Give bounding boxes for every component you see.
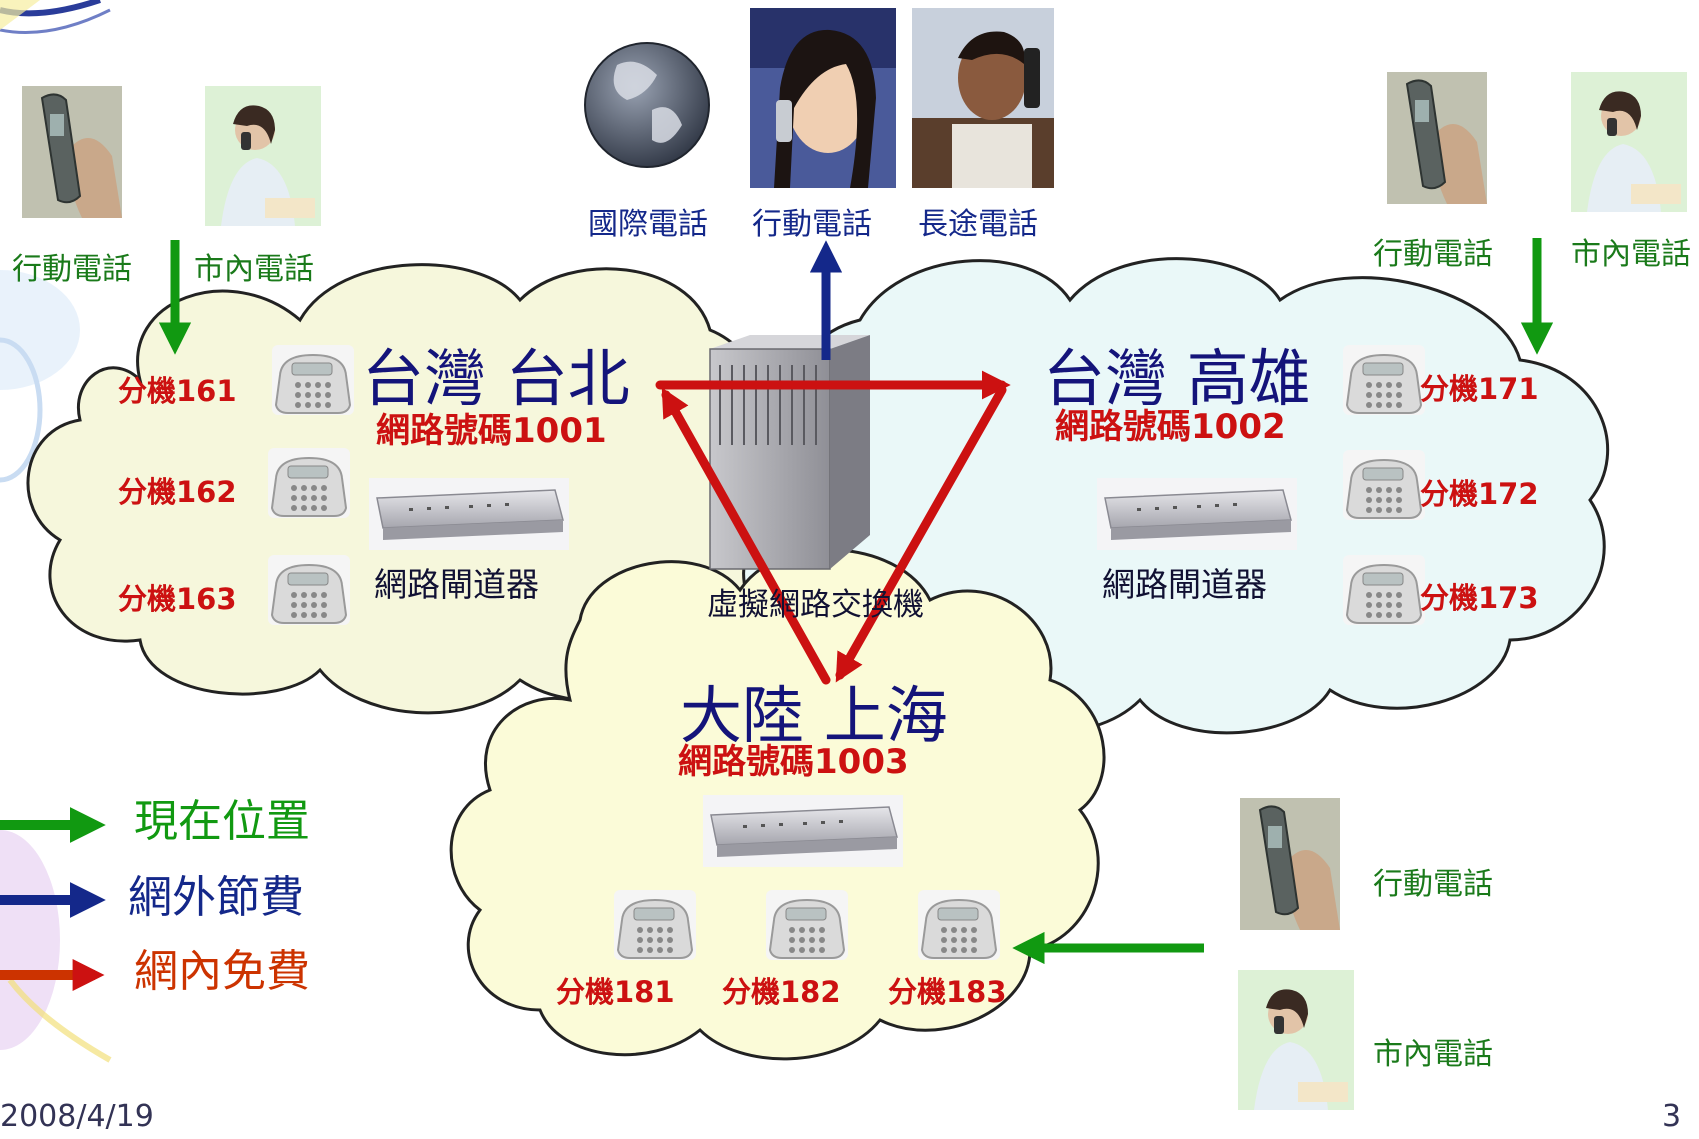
- label-left-local: 市內電話: [194, 252, 314, 287]
- city-kaohsiung: 台灣 高雄: [1043, 342, 1311, 415]
- footer-page-number: 3: [1662, 1099, 1682, 1134]
- gateway-label-taipei: 網路閘道器: [374, 565, 539, 604]
- gateway-taipei-icon: [368, 477, 570, 551]
- right-mobile-photo: [1386, 71, 1488, 205]
- arrow-shanghai-to-taipei: [661, 387, 831, 685]
- city-taipei: 台灣 台北: [362, 342, 630, 415]
- label-left-mobile: 行動電話: [12, 252, 132, 287]
- switch-label: 虛擬網路交換機: [707, 587, 924, 623]
- ext-163: 分機163: [118, 582, 237, 616]
- left-mobile-photo: [21, 85, 123, 219]
- arrow-kaohsiung-to-shanghai: [835, 385, 1007, 683]
- ext-161: 分機161: [118, 374, 237, 408]
- ext-182: 分機182: [722, 975, 841, 1009]
- left-desk-photo: [205, 86, 321, 226]
- ext-172: 分機172: [1420, 477, 1539, 511]
- label-right-mobile: 行動電話: [1373, 237, 1493, 272]
- ext-173: 分機173: [1420, 581, 1539, 615]
- phone-171-icon: [1342, 344, 1426, 416]
- label-right-local: 市內電話: [1571, 237, 1691, 272]
- phone-163-icon: [267, 554, 351, 626]
- right-desk-photo: [1571, 72, 1687, 212]
- ext-181: 分機181: [556, 975, 675, 1009]
- phone-172-icon: [1342, 449, 1426, 521]
- phone-181-icon: [613, 889, 697, 961]
- bottom-desk-photo: [1238, 970, 1354, 1110]
- mobile-woman-photo: [750, 8, 896, 188]
- ext-183: 分機183: [888, 975, 1007, 1009]
- bottom-mobile-photo: [1239, 797, 1341, 931]
- globe-icon: [584, 42, 710, 168]
- free-call-triangle: [655, 370, 1011, 685]
- legend-free: 網內免費: [134, 946, 310, 997]
- label-bottom-local: 市內電話: [1373, 1037, 1493, 1072]
- virtual-switch: [709, 335, 870, 570]
- netno-shanghai: 網路號碼1003: [678, 742, 909, 782]
- gateway-label-kaohsiung: 網路閘道器: [1102, 565, 1267, 604]
- label-international: 國際電話: [588, 207, 708, 242]
- background-decor: [0, 0, 112, 1063]
- ext-162: 分機162: [118, 475, 237, 509]
- phone-183-icon: [917, 889, 1001, 961]
- footer-date: 2008/4/19: [0, 1099, 154, 1134]
- phone-162-icon: [267, 447, 351, 519]
- netno-taipei: 網路號碼1001: [376, 411, 607, 451]
- phone-161-icon: [271, 344, 355, 416]
- legend-arrows: [0, 807, 106, 992]
- ext-171: 分機171: [1420, 372, 1539, 406]
- label-top-mobile: 行動電話: [752, 207, 872, 242]
- gateway-shanghai-icon: [702, 794, 904, 868]
- label-long-distance: 長途電話: [918, 207, 1038, 242]
- city-shanghai: 大陸 上海: [680, 679, 948, 752]
- phone-182-icon: [765, 889, 849, 961]
- legend-current: 現在位置: [134, 796, 310, 847]
- long-distance-man-photo: [912, 8, 1054, 188]
- phone-173-icon: [1342, 554, 1426, 626]
- label-bottom-mobile: 行動電話: [1373, 867, 1493, 902]
- legend-external: 網外節費: [128, 872, 304, 923]
- gateway-kaohsiung-icon: [1096, 477, 1298, 551]
- netno-kaohsiung: 網路號碼1002: [1055, 407, 1286, 447]
